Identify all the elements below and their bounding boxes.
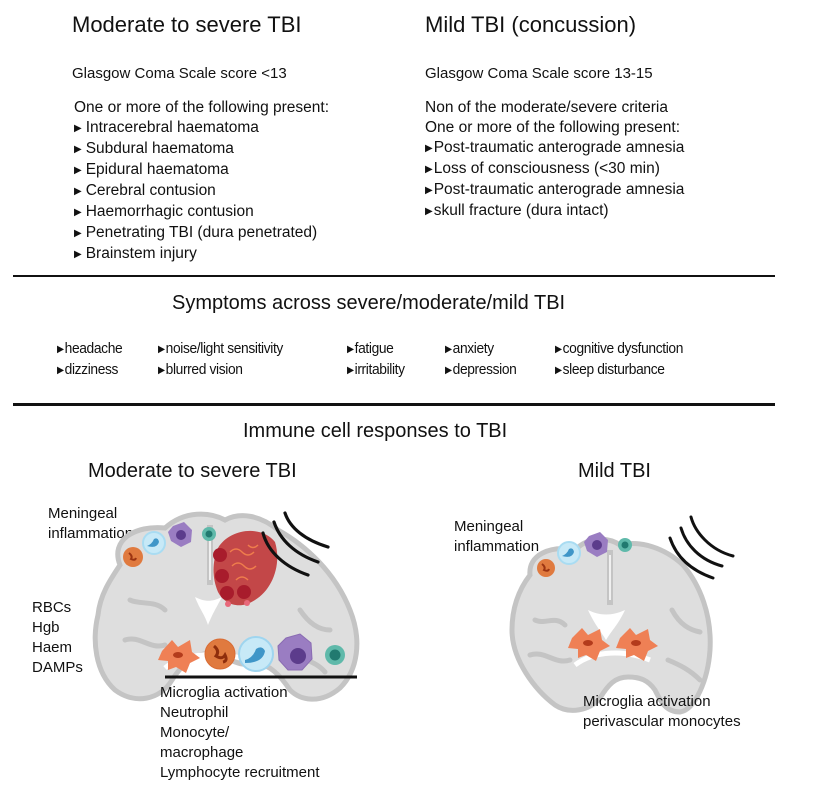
section-divider	[13, 403, 775, 406]
criteria-item: ▶Intracerebral haematoma	[74, 119, 259, 136]
mild-intro-line: Non of the moderate/severe criteria	[425, 99, 668, 116]
criteria-item: ▶Cerebral contusion	[74, 182, 216, 199]
symptom-column: ▶anxiety ▶depression	[445, 339, 517, 381]
impact-waves-icon	[668, 515, 735, 580]
bullet-arrow-icon: ▶	[57, 365, 64, 376]
bullet-arrow-icon: ▶	[158, 344, 165, 355]
moderate-severe-criteria-title: Moderate to severe TBI	[72, 12, 302, 37]
bullet-arrow-icon: ▶	[74, 249, 82, 260]
criteria-item: ▶Haemorrhagic contusion	[74, 203, 254, 220]
blood-products-label: RBCs Hgb Haem DAMPs	[32, 599, 83, 676]
symptom-item: ▶sleep disturbance	[555, 361, 665, 378]
macrophage-cell-icon	[277, 633, 313, 671]
mild-gcs-label: Glasgow Coma Scale score 13-15	[425, 65, 653, 82]
symptom-item: ▶headache	[57, 340, 123, 357]
bullet-arrow-icon: ▶	[425, 143, 433, 154]
lymphocyte-cell-icon	[202, 527, 216, 541]
criteria-item: ▶Epidural haematoma	[74, 161, 229, 178]
monocyte-cell-icon	[142, 531, 166, 555]
moderate-severe-criteria-block: One or more of the following present: ▶I…	[74, 98, 329, 265]
bullet-arrow-icon: ▶	[74, 123, 82, 134]
symptom-item: ▶noise/light sensitivity	[158, 340, 283, 357]
monocyte-cell-icon	[557, 541, 581, 565]
symptom-item: ▶blurred vision	[158, 361, 243, 378]
bullet-arrow-icon: ▶	[74, 165, 82, 176]
macrophage-cell-icon	[584, 532, 608, 557]
symptom-column: ▶cognitive dysfunction ▶sleep disturbanc…	[555, 339, 683, 381]
symptom-item: ▶dizziness	[57, 361, 119, 378]
bullet-arrow-icon: ▶	[74, 144, 82, 155]
bullet-arrow-icon: ▶	[555, 365, 562, 376]
criteria-item: ▶Loss of consciousness (<30 min)	[425, 160, 660, 177]
criteria-item: ▶Penetrating TBI (dura penetrated)	[74, 224, 318, 241]
neutrophil-cell-icon	[123, 547, 143, 567]
immune-mild-title: Mild TBI	[578, 460, 651, 482]
neutrophil-cell-icon	[204, 638, 236, 670]
moderate-severe-intro: One or more of the following present:	[74, 99, 330, 116]
immune-title: Immune cell responses to TBI	[243, 420, 508, 442]
symptom-column: ▶fatigue ▶irritability	[347, 339, 405, 381]
bullet-arrow-icon: ▶	[555, 344, 562, 355]
mild-meningeal-inflammation-label: Meningeal inflammation	[454, 518, 540, 555]
bullet-arrow-icon: ▶	[158, 365, 165, 376]
mild-responses: Microglia activation perivascular monocy…	[583, 693, 741, 730]
lymphocyte-cell-icon	[325, 645, 345, 665]
mild-criteria-block: Non of the moderate/severe criteria One …	[425, 98, 684, 222]
criteria-item: ▶Brainstem injury	[74, 245, 197, 262]
moderate-severe-gcs-label: Glasgow Coma Scale score <13	[72, 65, 287, 82]
symptom-item: ▶cognitive dysfunction	[555, 340, 684, 357]
microglia-cell-icon	[158, 640, 200, 673]
criteria-item: ▶Post-traumatic anterograde amnesia	[425, 139, 685, 156]
microglia-cell-icon	[616, 628, 658, 661]
symptom-item: ▶anxiety	[445, 340, 494, 357]
brain-coronal-section	[509, 536, 713, 715]
bullet-arrow-icon: ▶	[347, 344, 354, 355]
bullet-arrow-icon: ▶	[347, 365, 354, 376]
symptom-item: ▶irritability	[347, 361, 405, 378]
criteria-item: ▶Post-traumatic anterograde amnesia	[425, 181, 685, 198]
bullet-arrow-icon: ▶	[425, 164, 433, 175]
haematoma	[213, 530, 278, 607]
bullet-arrow-icon: ▶	[74, 207, 82, 218]
bullet-arrow-icon: ▶	[74, 186, 82, 197]
lymphocyte-cell-icon	[618, 538, 632, 552]
moderate-severe-criteria-list: ▶Intracerebral haematoma ▶Subdural haema…	[74, 118, 329, 265]
macrophage-cell-icon	[168, 522, 192, 547]
symptom-column: ▶headache ▶dizziness	[57, 339, 123, 381]
section-divider	[13, 275, 775, 277]
meningeal-inflammation-label: Meningeal inflammation	[48, 505, 134, 542]
moderate-severe-responses: Microglia activation Neutrophil Monocyte…	[160, 684, 320, 781]
neutrophil-cell-icon	[537, 559, 555, 577]
symptoms-title: Symptoms across severe/moderate/mild TBI	[172, 292, 566, 314]
symptom-item: ▶depression	[445, 361, 517, 378]
mild-intro-line: One or more of the following present:	[425, 119, 681, 136]
microglia-cell-icon	[568, 628, 610, 661]
symptom-item: ▶fatigue	[347, 340, 394, 357]
bullet-arrow-icon: ▶	[425, 185, 433, 196]
mild-criteria-list: ▶Post-traumatic anterograde amnesia ▶Los…	[425, 138, 684, 222]
bullet-arrow-icon: ▶	[74, 228, 82, 239]
bullet-arrow-icon: ▶	[445, 344, 452, 355]
bullet-arrow-icon: ▶	[445, 365, 452, 376]
mild-criteria-title: Mild TBI (concussion)	[425, 12, 637, 37]
immune-moderate-severe-title: Moderate to severe TBI	[88, 460, 297, 482]
bullet-arrow-icon: ▶	[425, 206, 433, 217]
impact-waves-icon	[261, 511, 330, 577]
symptom-column: ▶noise/light sensitivity ▶blurred vision	[158, 339, 283, 381]
bullet-arrow-icon: ▶	[57, 344, 64, 355]
monocyte-cell-icon	[238, 636, 274, 672]
criteria-item: ▶Subdural haematoma	[74, 140, 234, 157]
criteria-item: ▶skull fracture (dura intact)	[425, 202, 609, 219]
